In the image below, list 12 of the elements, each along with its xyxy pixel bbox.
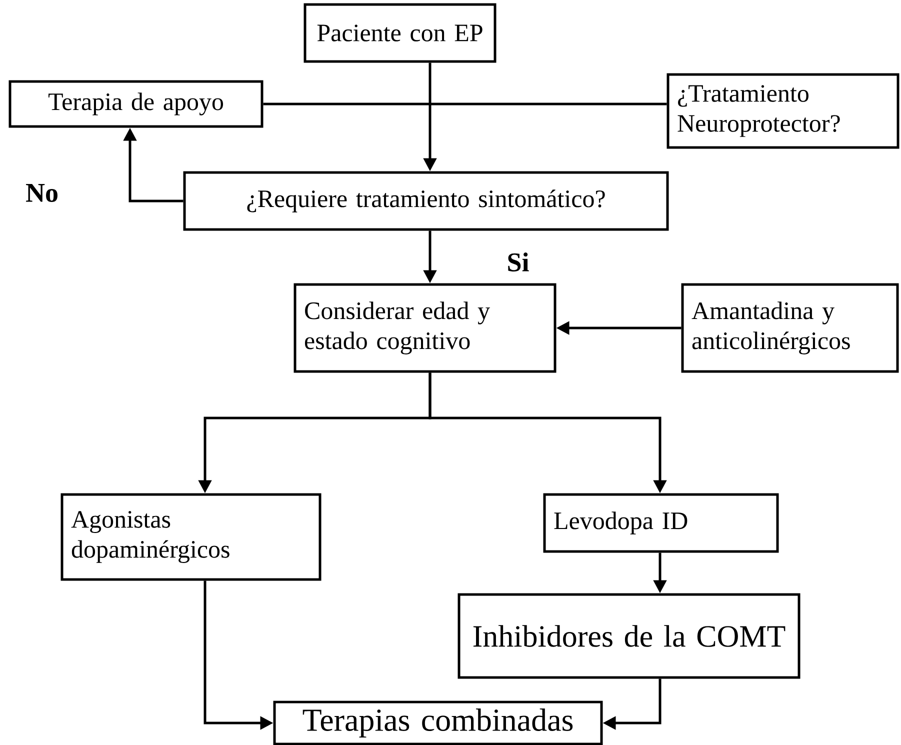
process-box: Considerar edad y estado cognitivo bbox=[294, 283, 556, 373]
process-box: Inhibidores de la COMT bbox=[458, 593, 800, 679]
process-box: Agonistas dopaminérgicos bbox=[60, 493, 322, 581]
process-box: Paciente con EP bbox=[304, 3, 496, 63]
edge-label: No bbox=[26, 184, 58, 202]
process-box: ¿Tratamiento Neuroprotector? bbox=[666, 73, 900, 149]
process-box: Amantadina y anticolinérgicos bbox=[681, 283, 899, 373]
process-box: Terapias combinadas bbox=[273, 700, 603, 745]
edge-label: Si bbox=[508, 252, 529, 272]
process-box: Terapia de apoyo bbox=[8, 80, 264, 128]
process-box: Levodopa ID bbox=[543, 493, 779, 553]
process-box: ¿Requiere tratamiento sintomático? bbox=[183, 171, 669, 231]
